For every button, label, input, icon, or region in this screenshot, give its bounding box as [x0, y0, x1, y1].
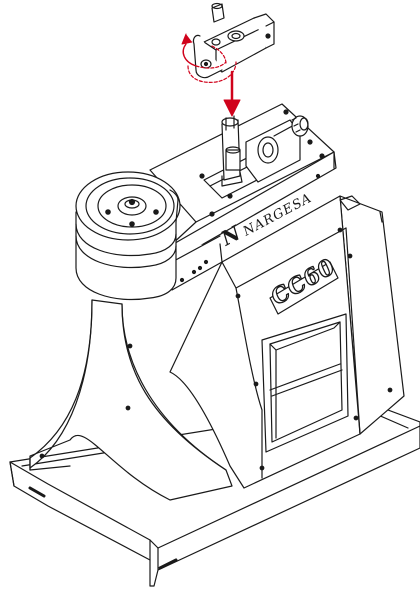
upper-tool: [192, 2, 275, 79]
pedestal-body: CC60: [169, 195, 405, 489]
assembly-arrow: [223, 70, 241, 117]
rotation-indicator: [181, 33, 237, 83]
adjuster-block: [245, 115, 309, 183]
vertical-shaft: [221, 115, 243, 187]
left-leg: [29, 299, 233, 501]
service-window: [261, 313, 349, 453]
bending-drum: [75, 171, 181, 301]
